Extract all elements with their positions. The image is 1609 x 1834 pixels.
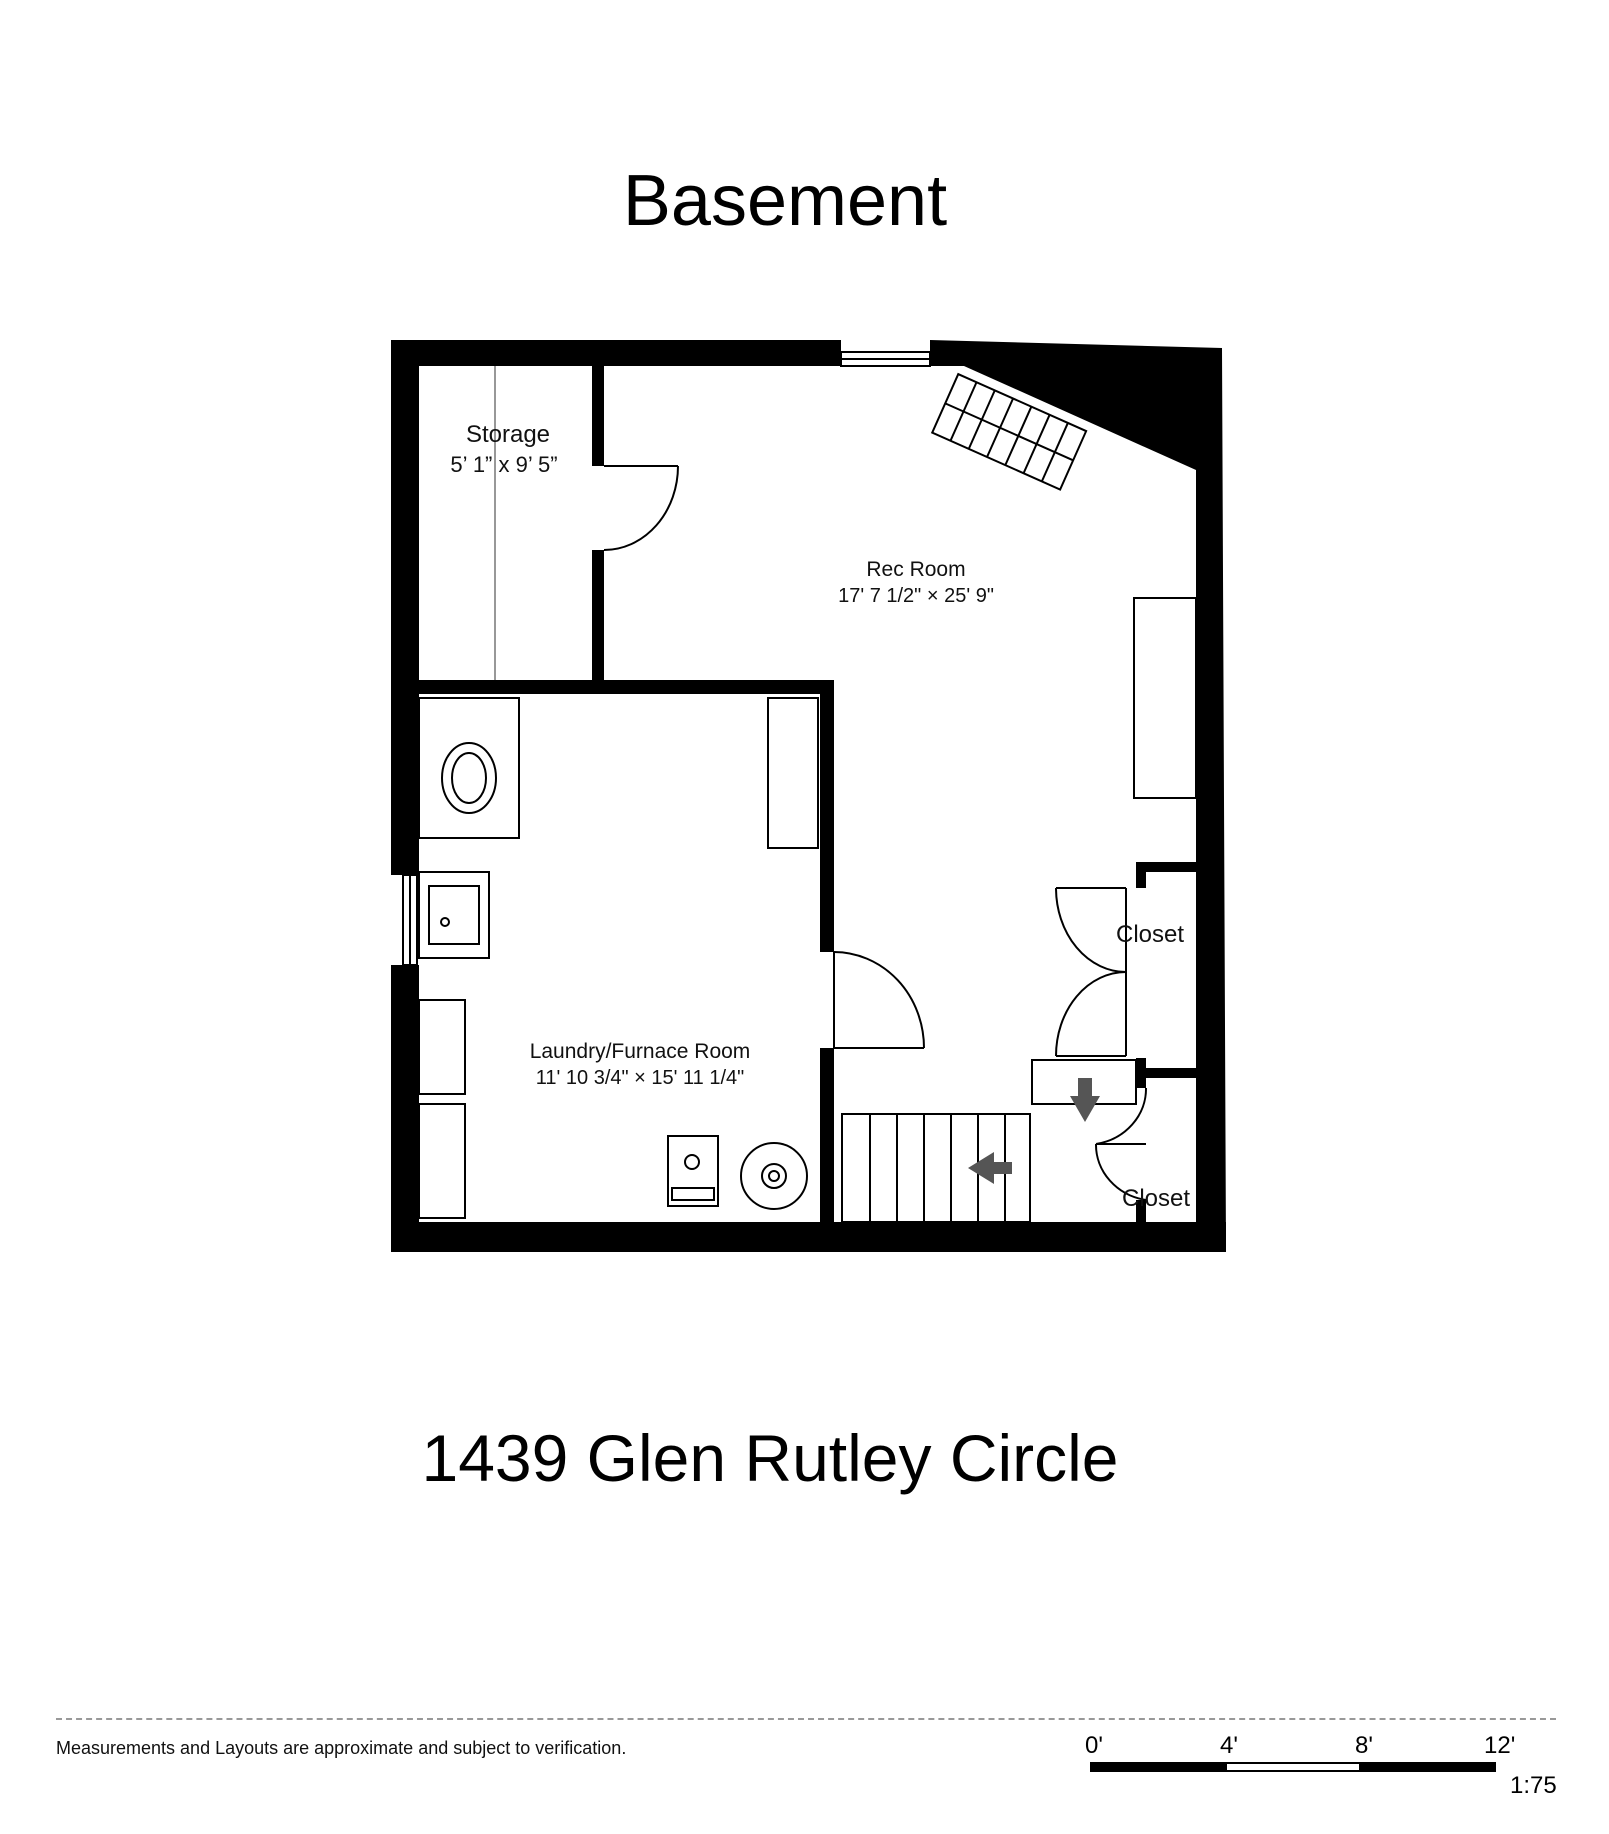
rec-room-dims: 17' 7 1/2" × 25' 9": [838, 585, 994, 607]
sink: [418, 871, 490, 959]
disclaimer-text: Measurements and Layouts are approximate…: [56, 1738, 627, 1758]
scale-seg-2: [1225, 1762, 1361, 1772]
wall-right: [1196, 348, 1222, 1252]
laundry-right-cabinet: [767, 697, 819, 849]
wall-laundry-right-lower: [820, 1048, 834, 1222]
laundry-cabinet-upper: [418, 999, 466, 1095]
wall-top-left: [391, 340, 841, 366]
water-heater-icon: [740, 1142, 808, 1210]
upper-closet-doors: [1055, 887, 1127, 1057]
wall-closet-stub-top: [1136, 862, 1146, 888]
wall-closet-stub-mid: [1136, 1058, 1146, 1088]
storage-dims: 5’ 1” x 9’ 5”: [450, 452, 557, 477]
footer-divider: [56, 1718, 1556, 1720]
wall-storage-lower: [592, 550, 604, 680]
laundry-door: [833, 951, 925, 1049]
window-top: [840, 351, 931, 367]
storage-name: Storage: [466, 421, 550, 448]
outer-walls: [391, 340, 1226, 1252]
lower-closet-doors: [1094, 1087, 1148, 1201]
scale-tick-0: 0': [1085, 1732, 1103, 1759]
property-address: 1439 Glen Rutley Circle: [421, 1421, 1119, 1495]
angled-stairs: [930, 372, 1088, 491]
laundry-dims: 11' 10 3/4" × 15' 11 1/4": [536, 1067, 744, 1089]
wall-bottom: [391, 1222, 1226, 1252]
scale-tick-12: 12': [1484, 1732, 1516, 1759]
stairs-arrow-icon: [968, 1152, 1012, 1184]
furnace-icon: [667, 1135, 719, 1207]
wall-left-lower: [391, 965, 419, 1252]
wall-closet-mid: [1146, 1068, 1196, 1078]
wall-laundry-top: [419, 680, 831, 694]
scale-ratio: 1:75: [1510, 1772, 1557, 1799]
wall-left-upper: [391, 340, 419, 875]
scale-bar: [1090, 1762, 1496, 1772]
laundry-cabinet-lower: [418, 1103, 466, 1219]
laundry-name: Laundry/Furnace Room: [530, 1040, 751, 1063]
down-arrow-icon: [1070, 1078, 1100, 1122]
storage-door: [603, 465, 679, 551]
scale-tick-4: 4': [1220, 1732, 1238, 1759]
wall-closet-stub-bottom: [1136, 1200, 1146, 1222]
wall-closet-top: [1136, 862, 1196, 872]
washer: [418, 697, 520, 839]
wall-storage-upper: [592, 366, 604, 466]
scale-seg-1: [1090, 1762, 1226, 1772]
page-title: Basement: [622, 161, 948, 241]
rec-room-name: Rec Room: [866, 558, 965, 581]
interior-walls: [419, 366, 1196, 1222]
closet-upper-name: Closet: [1116, 921, 1184, 948]
closet-lower-name: Closet: [1122, 1185, 1190, 1212]
scale-seg-3: [1360, 1762, 1496, 1772]
window-left: [402, 874, 418, 966]
rec-room-cabinet: [1133, 597, 1197, 799]
scale-tick-8: 8': [1355, 1732, 1373, 1759]
wall-laundry-right-upper: [820, 680, 834, 952]
